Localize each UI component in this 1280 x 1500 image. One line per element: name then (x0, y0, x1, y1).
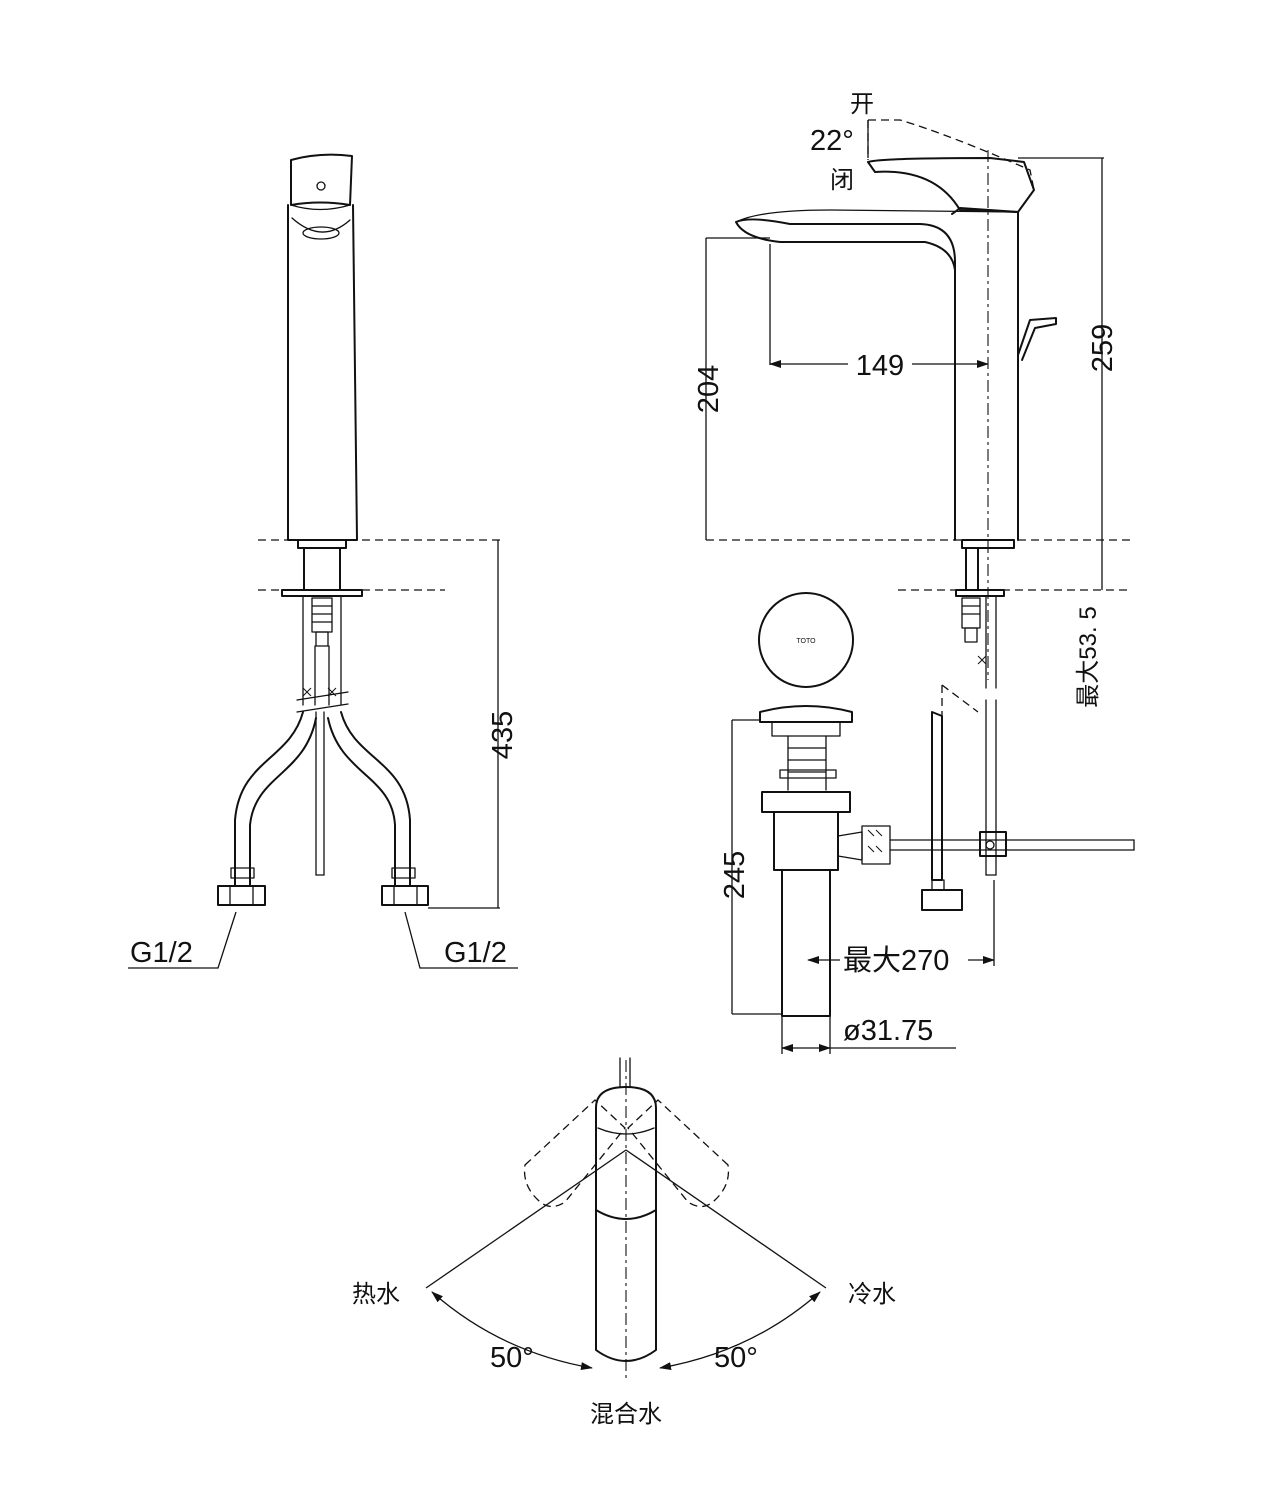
connector-right-label: G1/2 (444, 937, 507, 969)
max-rod-distance-label: 最大270 (843, 944, 949, 977)
front-view (128, 153, 518, 969)
side-view: TOTO (705, 119, 1135, 1054)
cold-angle-label: 50° (714, 1342, 758, 1374)
closed-label: 闭 (830, 167, 854, 194)
max-deck-thickness-label: 最大53. 5 (1075, 606, 1102, 707)
drain-diameter-label: ø31.75 (843, 1015, 933, 1047)
spout-reach-label: 149 (856, 350, 904, 382)
hose-length-label: 435 (487, 711, 519, 759)
hot-angle-label: 50° (490, 1342, 534, 1374)
faucet-height-label: 259 (1087, 324, 1119, 372)
mixed-water-label: 混合水 (590, 1401, 662, 1428)
cold-water-label: 冷水 (848, 1281, 896, 1308)
open-label: 开 (850, 91, 874, 118)
tilt-angle-label: 22° (810, 125, 854, 157)
brand-mark: TOTO (796, 638, 816, 645)
hot-water-label: 热水 (352, 1281, 400, 1308)
spout-height-label: 204 (693, 365, 725, 413)
top-view (425, 1057, 827, 1380)
connector-left-label: G1/2 (130, 937, 193, 969)
drain-length-label: 245 (719, 851, 751, 899)
